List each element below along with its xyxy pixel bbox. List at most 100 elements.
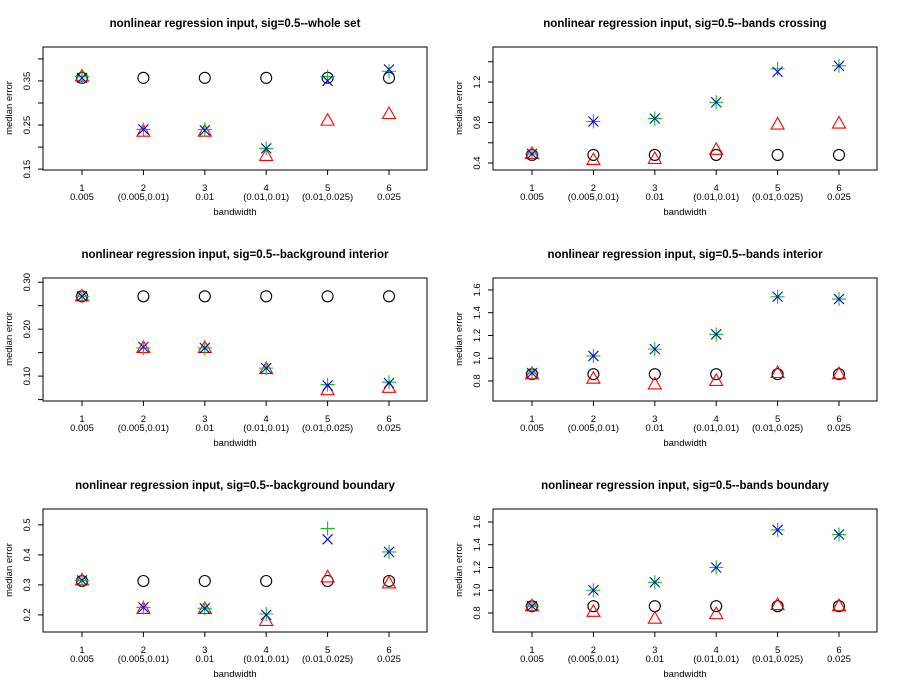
y-tick-label: 0.4 bbox=[22, 548, 33, 561]
plot-box bbox=[492, 277, 878, 402]
circle-point bbox=[198, 71, 211, 84]
panel: nonlinear regression input, sig=0.5--bac… bbox=[4, 249, 428, 449]
x-tick-label: 6 bbox=[386, 183, 391, 194]
x-tick-sublabel: (0.005,0.01) bbox=[118, 423, 169, 434]
x-tick-label: 1 bbox=[79, 183, 84, 194]
cross-point bbox=[199, 602, 211, 614]
cross-point bbox=[772, 524, 783, 536]
x-tick-sublabel: (0.01,0.025) bbox=[752, 423, 803, 434]
y-tick-label: 0.35 bbox=[22, 72, 33, 91]
chart-title: nonlinear regression input, sig=0.5--bac… bbox=[75, 480, 395, 492]
circle-point bbox=[587, 148, 600, 161]
chart-title: nonlinear regression input, sig=0.5--ban… bbox=[547, 249, 823, 261]
x-tick-sublabel: (0.01,0.01) bbox=[693, 654, 739, 665]
circle-point bbox=[137, 574, 150, 588]
circle-point bbox=[137, 290, 150, 303]
cross-point bbox=[710, 96, 722, 108]
circle-point bbox=[321, 290, 334, 303]
triangle-point bbox=[381, 105, 397, 120]
cross-point bbox=[199, 342, 211, 354]
chart-title: nonlinear regression input, sig=0.5--who… bbox=[110, 18, 361, 30]
x-axis-label: bandwidth bbox=[663, 207, 706, 218]
cross-point bbox=[383, 64, 395, 75]
x-axis-label: bandwidth bbox=[663, 669, 706, 680]
x-tick-sublabel: (0.01,0.025) bbox=[752, 192, 803, 203]
circle-point bbox=[710, 600, 723, 613]
y-axis-label: median error bbox=[4, 543, 15, 597]
cross-point bbox=[383, 546, 395, 558]
y-tick-label: 0.20 bbox=[22, 320, 33, 339]
x-tick-label: 6 bbox=[836, 183, 841, 194]
cross-point bbox=[649, 113, 661, 124]
circle-point bbox=[260, 290, 273, 303]
triangle-point bbox=[770, 364, 786, 379]
triangle-point bbox=[831, 366, 847, 380]
x-tick-label: 4 bbox=[714, 183, 719, 194]
y-tick-label: 1.2 bbox=[472, 75, 483, 88]
x-tick-sublabel: 0.005 bbox=[520, 654, 544, 665]
x-tick-label: 4 bbox=[264, 645, 269, 656]
x-tick-label: 2 bbox=[591, 645, 596, 656]
x-tick-sublabel: 0.005 bbox=[70, 423, 94, 434]
x-tick-label: 3 bbox=[652, 183, 657, 194]
cross-point bbox=[526, 367, 538, 379]
circle-point bbox=[771, 148, 784, 161]
x-tick-sublabel: 0.025 bbox=[377, 423, 401, 434]
circle-point bbox=[648, 368, 661, 381]
x-tick-label: 4 bbox=[714, 645, 719, 656]
triangle-point bbox=[708, 606, 724, 620]
plot-box bbox=[42, 277, 428, 402]
triangle-point bbox=[320, 569, 336, 583]
x-tick-label: 5 bbox=[325, 183, 330, 194]
x-tick-sublabel: (0.01,0.025) bbox=[302, 654, 353, 665]
circle-point bbox=[648, 148, 661, 161]
plot-box bbox=[42, 46, 428, 171]
circle-point bbox=[198, 290, 211, 303]
cross-point bbox=[138, 341, 149, 353]
x-tick-sublabel: 0.025 bbox=[827, 192, 851, 203]
x-tick-sublabel: 0.025 bbox=[377, 654, 401, 665]
circle-point bbox=[260, 71, 273, 84]
cross-point bbox=[322, 533, 333, 545]
circle-point bbox=[832, 600, 846, 613]
plot-box bbox=[42, 508, 428, 633]
x-tick-label: 5 bbox=[775, 645, 780, 656]
y-tick-label: 0.8 bbox=[472, 374, 483, 387]
y-axis-label: median error bbox=[4, 312, 15, 366]
x-tick-sublabel: 0.005 bbox=[520, 423, 544, 434]
cross-point bbox=[138, 602, 149, 613]
x-tick-sublabel: 0.025 bbox=[827, 423, 851, 434]
circle-point bbox=[771, 600, 784, 613]
triangle-point bbox=[381, 575, 397, 589]
cross-point bbox=[710, 328, 722, 340]
y-tick-label: 1.2 bbox=[472, 329, 483, 342]
x-tick-label: 2 bbox=[141, 414, 146, 425]
x-tick-sublabel: 0.005 bbox=[70, 654, 94, 665]
x-tick-label: 6 bbox=[836, 645, 841, 656]
y-tick-label: 0.8 bbox=[472, 606, 483, 619]
plus-point bbox=[136, 340, 151, 355]
circle-point bbox=[260, 574, 273, 588]
x-tick-sublabel: 0.01 bbox=[196, 423, 215, 434]
cross-point bbox=[322, 380, 333, 391]
triangle-point bbox=[770, 596, 786, 611]
x-tick-label: 2 bbox=[591, 414, 596, 425]
triangle-point bbox=[831, 115, 847, 129]
x-tick-sublabel: 0.01 bbox=[196, 192, 215, 203]
y-tick-label: 0.2 bbox=[22, 608, 33, 621]
y-axis-label: median error bbox=[454, 543, 465, 597]
y-tick-label: 1.4 bbox=[472, 306, 483, 319]
x-tick-label: 5 bbox=[775, 183, 780, 194]
x-tick-sublabel: (0.005,0.01) bbox=[568, 192, 619, 203]
x-tick-label: 5 bbox=[325, 414, 330, 425]
x-tick-label: 1 bbox=[79, 645, 84, 656]
y-tick-label: 0.25 bbox=[22, 116, 33, 135]
x-tick-sublabel: (0.005,0.01) bbox=[568, 423, 619, 434]
triangle-point bbox=[708, 372, 724, 387]
cross-point bbox=[76, 72, 88, 84]
circle-point bbox=[587, 600, 600, 613]
y-tick-label: 1.2 bbox=[472, 561, 483, 574]
cross-point bbox=[588, 116, 599, 127]
x-tick-sublabel: (0.01,0.01) bbox=[243, 192, 289, 203]
